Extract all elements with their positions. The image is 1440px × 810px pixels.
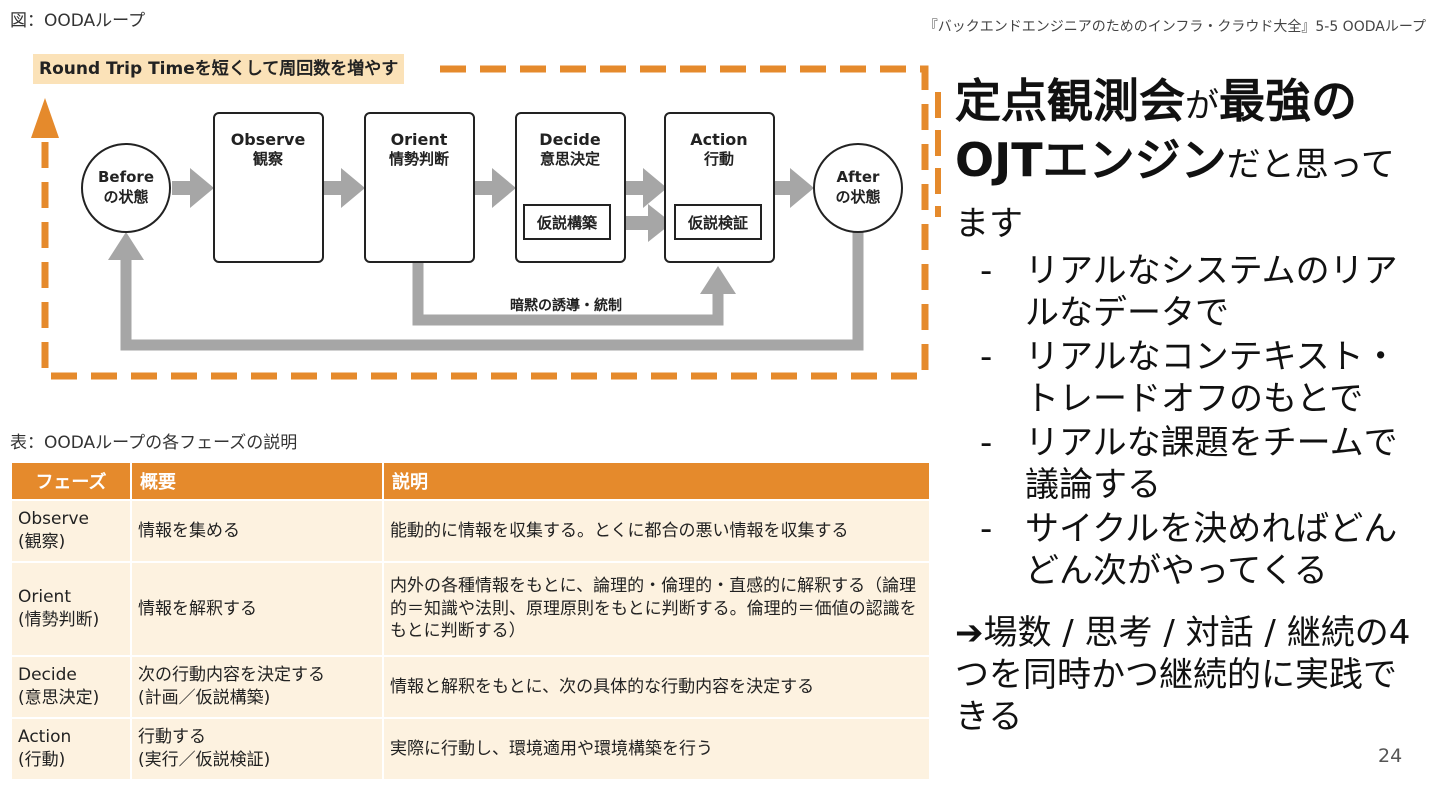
ooda-loop-diagram: Before の状態 After の状態 Observe 観察 Orient 情…: [31, 65, 929, 380]
action-label-ja: 行動: [703, 150, 734, 168]
decide-label-en: Decide: [539, 130, 601, 149]
table-row: Decide (意思決定) 次の行動内容を決定する (計画／仮説構築) 情報と解…: [10, 655, 931, 719]
orient-box: [364, 112, 475, 263]
header-description: 説明: [382, 461, 931, 501]
header-summary: 概要: [130, 461, 384, 501]
title-part-4: OJTエンジン: [955, 132, 1227, 187]
cell-description: 能動的に情報を収集する。とくに都合の悪い情報を収集する: [382, 499, 931, 563]
bullet-text: リアルな課題をチームで議論する: [1025, 423, 1398, 505]
phase-table: フェーズ 概要 説明 Observe (観察) 情報を集める 能動的に情報を収集…: [10, 461, 931, 781]
title-part-3: 最強の: [1219, 74, 1357, 128]
table-row: Action (行動) 行動する (実行／仮説検証) 実際に行動し、環境適用や環…: [10, 717, 931, 781]
hypothesis-build-label: 仮説構築: [536, 214, 598, 232]
list-item: -リアルなシステムのリアルなデータで: [975, 250, 1430, 334]
title-accent-bar: [935, 92, 941, 217]
decide-label-ja: 意思決定: [540, 150, 600, 168]
orient-label-en: Orient: [391, 130, 448, 149]
bullet-text: サイクルを決めればどんどん次がやってくる: [1025, 509, 1398, 591]
cell-phase: Observe (観察): [10, 499, 132, 563]
bullet-marker: -: [980, 423, 993, 463]
rtt-label: Round Trip Timeを短くして周回数を増やす: [33, 54, 405, 84]
arrow-before-observe: [190, 168, 214, 208]
arrow-observe-orient: [341, 168, 365, 208]
implicit-guidance-label: 暗黙の誘導・統制: [510, 297, 622, 314]
arrow-hypothesis: [648, 204, 672, 242]
cell-summary: 情報を集める: [130, 499, 384, 563]
cell-summary: 行動する (実行／仮説検証): [130, 717, 384, 781]
list-item: -リアルなコンテキスト・トレードオフのもとで: [975, 336, 1430, 420]
feedback-arrow-head: [108, 232, 144, 260]
list-item: -サイクルを決めればどんどん次がやってくる: [975, 508, 1430, 592]
rtt-dashed-frame: [41, 65, 929, 380]
cell-description: 実際に行動し、環境適用や環境構築を行う: [382, 717, 931, 781]
hypothesis-build-box: [523, 204, 611, 240]
bullet-marker: -: [980, 337, 993, 377]
before-state-circle: [81, 143, 171, 233]
bullet-marker: -: [980, 509, 993, 549]
cell-phase: Action (行動): [10, 717, 132, 781]
hypothesis-verify-label: 仮説検証: [687, 214, 748, 232]
bullet-marker: -: [980, 251, 993, 291]
cell-phase: Orient (情勢判断): [10, 561, 132, 657]
observe-label-en: Observe: [231, 130, 306, 149]
implicit-guidance-arrow-head: [700, 266, 736, 294]
cell-summary: 次の行動内容を決定する (計画／仮説構築): [130, 655, 384, 719]
after-state-circle: [813, 143, 903, 233]
bullet-list: -リアルなシステムのリアルなデータで -リアルなコンテキスト・トレードオフのもと…: [975, 250, 1430, 594]
after-label-2: の状態: [835, 188, 880, 206]
conclusion-text: ➔場数 / 思考 / 対話 / 継続の4つを同時かつ継続的に実践できる: [955, 613, 1411, 737]
before-label-2: の状態: [103, 188, 148, 206]
action-label-en: Action: [690, 130, 747, 149]
arrow-action-after: [790, 168, 814, 208]
title-part-5: だと思って: [1226, 144, 1395, 185]
arrow-orient-decide: [492, 168, 516, 208]
cell-phase: Decide (意思決定): [10, 655, 132, 719]
hypothesis-verify-box: [674, 204, 762, 240]
table-row: Observe (観察) 情報を集める 能動的に情報を収集する。とくに都合の悪い…: [10, 499, 931, 563]
observe-label-ja: 観察: [253, 150, 284, 168]
table-caption: 表：OODAループの各フェーズの説明: [10, 433, 298, 453]
header-phase: フェーズ: [10, 461, 132, 501]
bullet-text: リアルなコンテキスト・トレードオフのもとで: [1025, 337, 1398, 419]
before-label-1: Before: [98, 168, 154, 186]
observe-box: [213, 112, 324, 263]
arrow-decide-action: [643, 168, 667, 208]
after-label-1: After: [837, 168, 880, 186]
source-note: 『バックエンドエンジニアのためのインフラ・クラウド大全』5-5 OODAループ: [923, 19, 1426, 35]
title-part-1: 定点観測会: [955, 74, 1185, 128]
slide-title: 定点観測会が最強の OJTエンジンだと思って ます: [955, 72, 1425, 249]
title-part-6: ます: [955, 203, 1023, 244]
orient-label-ja: 情勢判断: [389, 150, 449, 168]
figure-caption: 図：OODAループ: [10, 11, 146, 31]
implicit-guidance-arrow: [412, 262, 724, 326]
cell-description: 情報と解釈をもとに、次の具体的な行動内容を決定する: [382, 655, 931, 719]
title-part-2: が: [1185, 86, 1219, 126]
page-number: 24: [1378, 745, 1403, 767]
cell-summary: 情報を解釈する: [130, 561, 384, 657]
table-header-row: フェーズ 概要 説明: [10, 461, 931, 501]
bullet-text: リアルなシステムのリアルなデータで: [1025, 251, 1398, 333]
feedback-loop-arrow: [120, 230, 864, 351]
list-item: -リアルな課題をチームで議論する: [975, 422, 1430, 506]
cell-description: 内外の各種情報をもとに、論理的・倫理的・直感的に解釈する（論理的＝知識や法則、原…: [382, 561, 931, 657]
rtt-arrow-head: [31, 98, 59, 138]
table-row: Orient (情勢判断) 情報を解釈する 内外の各種情報をもとに、論理的・倫理…: [10, 561, 931, 657]
